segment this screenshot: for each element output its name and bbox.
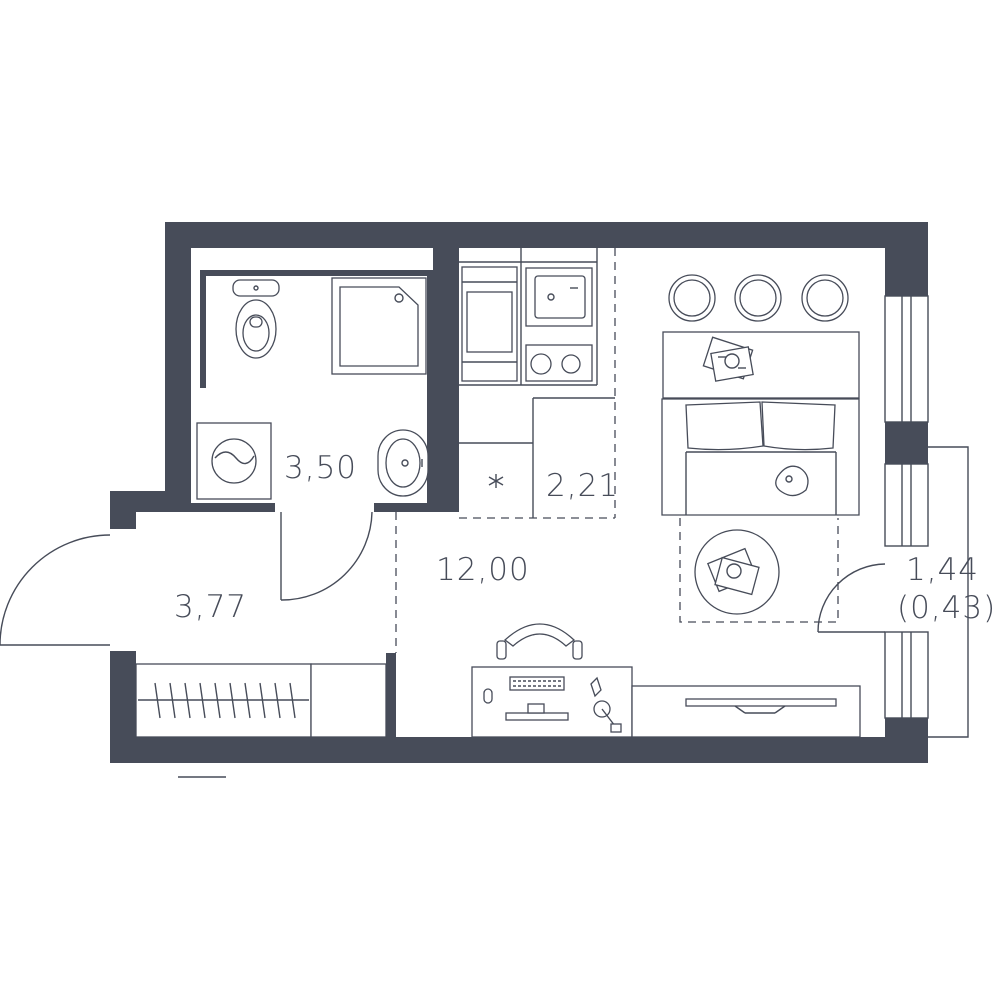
balcony-reduced-area-label: (0,43) [897,590,996,626]
office-chair-icon [496,623,583,660]
sofa [661,398,860,516]
bar-table [662,331,860,399]
balcony-outline [928,446,969,738]
coffee-table [694,529,780,615]
entrance-door [0,534,111,646]
toilet-icon [232,279,280,359]
pillow-icon [775,465,809,497]
cooktop-icon [525,344,593,382]
wardrobe [135,663,387,738]
stools [668,274,849,322]
living-area-label: 12,00 [436,552,530,588]
keyboard-icon [509,676,565,691]
fridge-icon [461,266,518,382]
kitchen-area-label: 2,21 [546,468,619,504]
bathroom-area-label: 3,50 [284,450,357,486]
kitchen-cabinet [459,397,615,518]
desk [471,623,633,738]
walls [110,222,928,763]
hangers-icon [138,682,309,719]
monitor-icon [505,703,569,721]
tv-cabinet [631,685,861,738]
bathroom-door [280,511,373,601]
kitchen-counter [459,248,598,386]
windows [884,295,929,719]
shower-tray-icon [331,277,427,375]
washing-machine-icon [196,422,272,500]
desk-lamp-icon [590,676,622,733]
magazine-icon [702,336,754,382]
hallway-area-label: 3,77 [174,589,247,625]
balcony-area-label: 1,44 [906,552,979,588]
zone-lines [395,248,839,653]
kitchen-sink-icon [525,267,593,327]
mouse-icon [483,688,493,704]
sink-icon [377,429,429,497]
light-icon [488,474,504,488]
